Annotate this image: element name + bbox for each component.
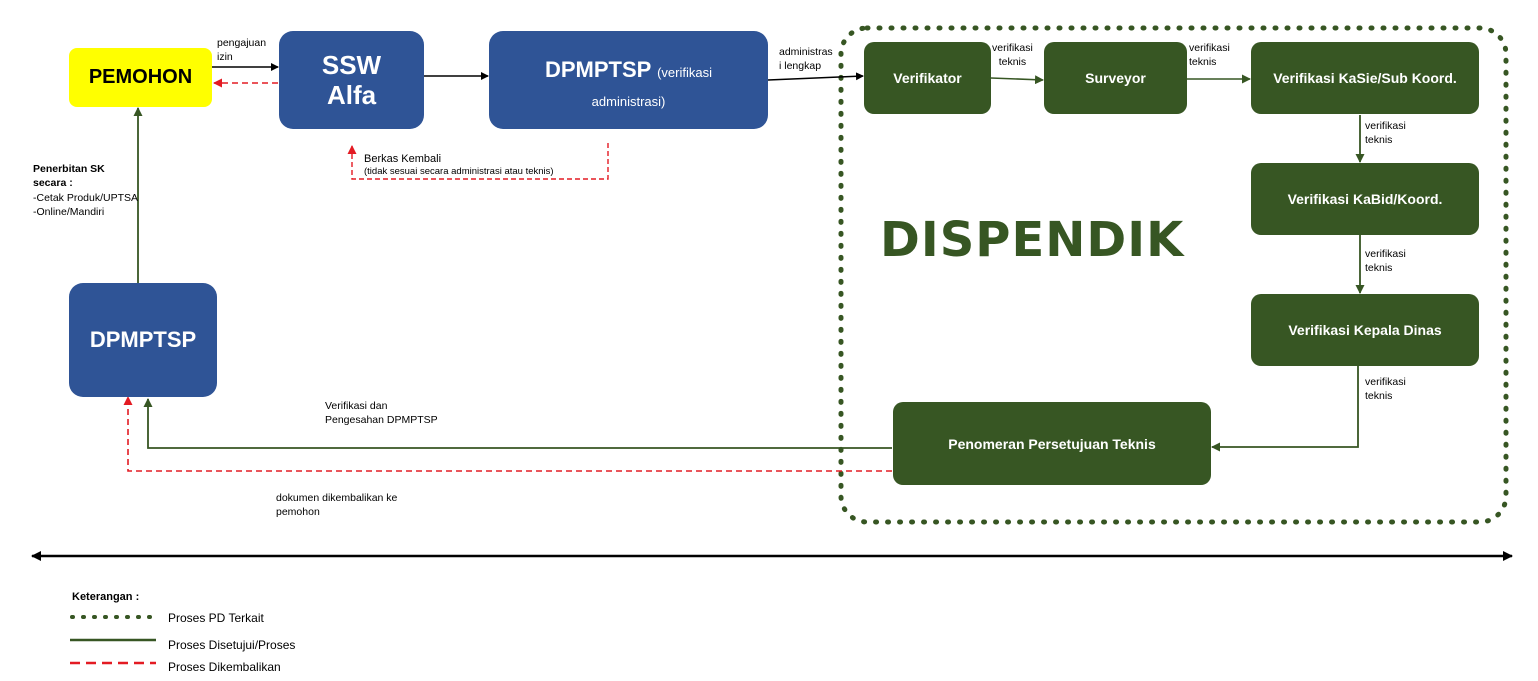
penomeran-label: Penomeran Persetujuan Teknis xyxy=(948,435,1156,452)
edge-dokumen-kembali xyxy=(123,396,892,472)
edge-dpmptsp-verifikator xyxy=(767,72,864,81)
kasie-label: Verifikasi KaSie/Sub Koord. xyxy=(1273,70,1457,86)
edge-verifikator-surveyor xyxy=(990,75,1044,85)
kepala-dinas-label: Verifikasi Kepala Dinas xyxy=(1288,322,1442,338)
edge-berkas-kembali xyxy=(347,143,609,180)
label-verifikasi-teknis-1: verifikasi teknis xyxy=(992,42,1033,68)
legend-title: Keterangan : xyxy=(72,591,140,603)
kasie-node[interactable]: Verifikasi KaSie/Sub Koord. xyxy=(1251,42,1479,114)
ssw-label: SSW xyxy=(321,50,382,80)
kepala-dinas-node[interactable]: Verifikasi Kepala Dinas xyxy=(1251,294,1479,366)
surveyor-label: Surveyor xyxy=(1085,70,1146,86)
label-berkas-kembali: Berkas Kembali xyxy=(364,153,442,165)
verifikator-node[interactable]: Verifikator xyxy=(864,42,991,114)
legend-dashed-label: Proses Dikembalikan xyxy=(168,660,281,674)
label-pengajuan: pengajuan izin xyxy=(217,37,267,63)
edge-kepala-penomeran xyxy=(1211,366,1359,452)
dpmptsp-node[interactable]: DPMPTSP xyxy=(69,283,217,397)
label-penerbitan-items: -Cetak Produk/UPTSA -Online/Mandiri xyxy=(33,192,139,218)
surveyor-node[interactable]: Surveyor xyxy=(1044,42,1187,114)
label-berkas-kembali-note: (tidak sesuai secara administrasi atau t… xyxy=(364,166,554,177)
label-verifikasi-teknis-5: verifikasi teknis xyxy=(1365,376,1406,402)
dpmptsp-admin-sub: (verifikasi administrasi) xyxy=(591,65,712,109)
dpmptsp-label: DPMPTSP xyxy=(89,327,197,352)
dispendik-region xyxy=(838,25,1509,525)
label-verifikasi-teknis-4: verifikasi teknis xyxy=(1365,248,1406,274)
pemohon-label: PEMOHON xyxy=(88,66,193,88)
label-verifikasi-teknis-2: verifikasi teknis xyxy=(1189,42,1230,68)
label-penerbitan-title: Penerbitan SK secara : xyxy=(33,163,105,189)
verifikator-label: Verifikator xyxy=(893,70,962,86)
dpmptsp-admin-node[interactable]: DPMPTSP (verifikasi administrasi) xyxy=(489,31,768,129)
label-dokumen-kembali: dokumen dikembalikan ke pemohon xyxy=(276,492,398,518)
alfa-label: Alfa xyxy=(326,80,377,110)
ssw-alfa-node[interactable]: SSW Alfa xyxy=(279,31,424,129)
dpmptsp-admin-label: DPMPTSP xyxy=(545,57,651,82)
legend-dotted-label: Proses PD Terkait xyxy=(168,611,264,625)
label-administrasi: administras i lengkap xyxy=(779,46,833,72)
kabid-node[interactable]: Verifikasi KaBid/Koord. xyxy=(1251,163,1479,235)
kabid-label: Verifikasi KaBid/Koord. xyxy=(1287,191,1443,207)
label-verifikasi-pengesahan: Verifikasi dan Pengesahan DPMPTSP xyxy=(325,400,438,426)
legend-solid-label: Proses Disetujui/Proses xyxy=(168,638,296,652)
penomeran-node[interactable]: Penomeran Persetujuan Teknis xyxy=(893,402,1211,485)
label-verifikasi-teknis-3: verifikasi teknis xyxy=(1365,120,1406,146)
edge-penomeran-dpmptsp xyxy=(143,398,892,449)
dispendik-title: DISPENDIK xyxy=(880,212,1185,268)
pemohon-node[interactable]: PEMOHON xyxy=(69,48,212,107)
